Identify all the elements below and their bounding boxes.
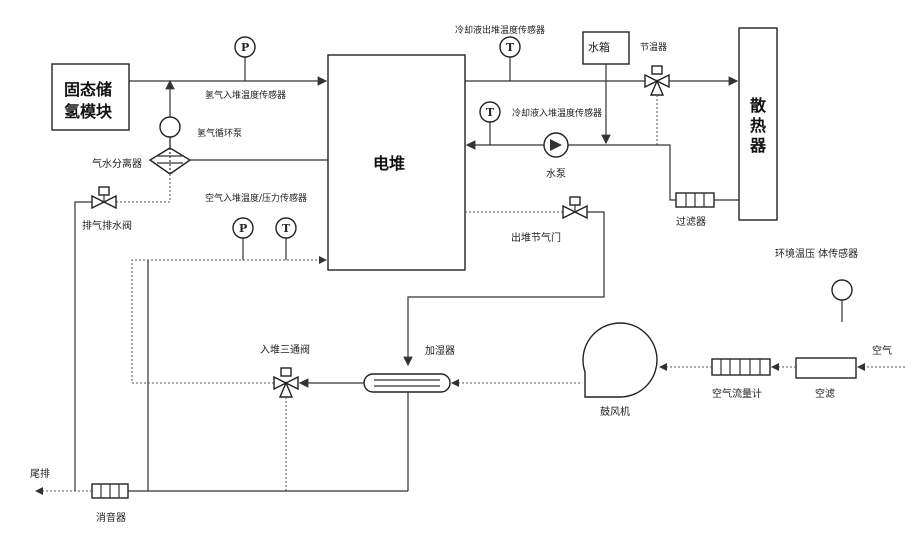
- radiator-label-3: 器: [750, 138, 766, 154]
- air-in-sensor-label: 空气入堆温度/压力传感器: [205, 195, 307, 204]
- inlet-valve-icon: [274, 377, 298, 397]
- inlet-valve-label: 入堆三通阀: [260, 346, 310, 356]
- blower-icon: [583, 323, 657, 397]
- h2-pump-label: 氢气循环泵: [197, 130, 242, 139]
- radiator-label-2: 热: [750, 118, 766, 134]
- air-in-pressure-symbol: P: [239, 223, 247, 234]
- air-filter-icon: [796, 358, 856, 378]
- water-pump-label: 水泵: [546, 170, 566, 180]
- humidifier-icon: [364, 374, 450, 392]
- filter-label: 过滤器: [676, 218, 706, 228]
- coolant-in-temp-symbol: T: [486, 107, 494, 118]
- storage-label-line1: 固态储: [64, 82, 112, 98]
- air-label: 空气: [872, 347, 892, 357]
- h2-circulation-pump-icon: [160, 117, 180, 137]
- muffler-label: 消音器: [96, 514, 126, 524]
- humidifier-label: 加湿器: [425, 347, 455, 357]
- h2-pressure-symbol: P: [241, 42, 249, 53]
- air-in-temp-symbol: T: [282, 223, 290, 234]
- h2-in-sensor-label: 氢气入堆温度传感器: [205, 92, 286, 101]
- blower-label: 鼓风机: [600, 408, 630, 418]
- drain-valve-label: 排气排水阀: [82, 222, 132, 232]
- coolant-out-sensor-label: 冷却液出堆温度传感器: [455, 27, 545, 36]
- ambient-sensor-label: 环境温压 体传感器: [775, 250, 858, 260]
- ambient-sensor-icon: [832, 280, 852, 300]
- exhaust-label: 尾排: [30, 470, 50, 480]
- separator-label: 气水分离器: [92, 160, 142, 170]
- radiator-label-1: 散: [750, 98, 766, 114]
- storage-label-line2: 氢模块: [64, 104, 112, 120]
- air-filter-label: 空滤: [815, 390, 835, 400]
- outlet-valve-label: 出堆节气门: [511, 234, 561, 244]
- stack-label: 电堆: [373, 156, 405, 172]
- thermostat-label: 节温器: [640, 44, 667, 53]
- coolant-out-temp-symbol: T: [506, 42, 514, 53]
- water-tank-label: 水箱: [588, 42, 610, 53]
- air-flowmeter-label: 空气流量计: [712, 390, 762, 400]
- thermostat-icon: [645, 75, 669, 95]
- coolant-in-sensor-label: 冷却液入堆温度传感器: [512, 110, 602, 119]
